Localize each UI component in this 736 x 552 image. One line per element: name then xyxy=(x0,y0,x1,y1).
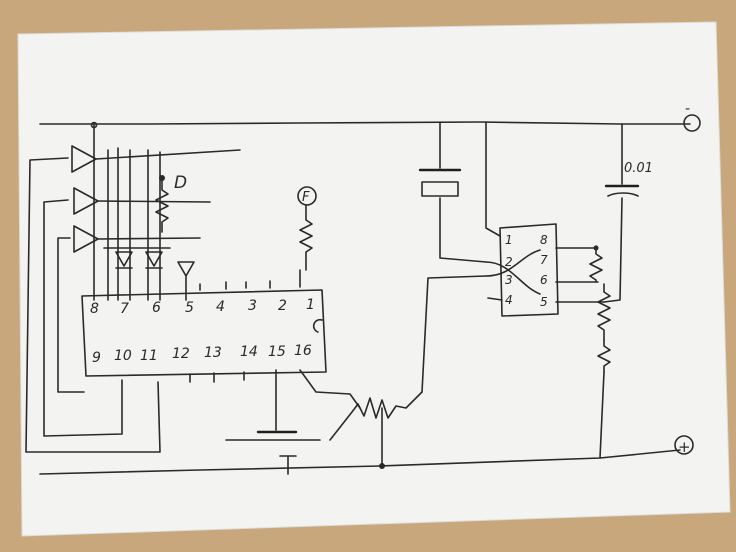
small-pin-4: 4 xyxy=(505,293,513,307)
main-ic-notch xyxy=(312,318,323,333)
pin-label-14: 14 xyxy=(240,344,258,360)
pin-label-12: 12 xyxy=(172,346,190,362)
f-terminal xyxy=(297,186,317,206)
main-ic-top-pins: 8 7 6 5 4 3 2 1 xyxy=(90,297,315,317)
small-pin-6: 6 xyxy=(540,273,548,287)
bus-lines xyxy=(107,147,161,301)
pin-label-3: 3 xyxy=(248,298,257,314)
buffer-2 xyxy=(73,187,99,215)
big-cap-wire-bottom xyxy=(439,197,487,263)
small-pin-8: 8 xyxy=(540,233,548,247)
supply-minus-label: - xyxy=(685,101,690,117)
right-resistor-2 xyxy=(597,283,611,341)
left-wire-2 xyxy=(43,199,123,437)
main-ic-top-leads xyxy=(199,269,301,291)
small-pin-2: 2 xyxy=(505,255,513,269)
small-pin-1: 1 xyxy=(505,233,513,247)
small-pin-3: 3 xyxy=(505,273,513,287)
right-resistor-1 xyxy=(589,245,603,283)
left-wire-outer xyxy=(25,157,161,453)
d-node xyxy=(159,175,165,181)
buffer-3 xyxy=(73,225,99,253)
f-resistor xyxy=(299,204,313,271)
main-ic-bottom-leads xyxy=(189,371,245,383)
pin-label-16: 16 xyxy=(294,343,312,359)
supply-plus-label: + xyxy=(678,438,691,456)
main-ic-bottom-pins: 9 10 11 12 13 14 15 16 xyxy=(92,343,312,366)
small-ic-pin-leads xyxy=(487,247,605,303)
pin-label-10: 10 xyxy=(114,348,132,364)
pin-label-8: 8 xyxy=(90,301,99,317)
big-cap-plate-2 xyxy=(421,181,459,197)
pin-label-2: 2 xyxy=(278,298,287,314)
pin-label-5: 5 xyxy=(185,300,194,316)
pin-label-4: 4 xyxy=(216,299,225,315)
ground-bottom xyxy=(225,439,321,475)
pin-label-9: 9 xyxy=(92,350,101,366)
top-node xyxy=(90,121,98,129)
pin-label-11: 11 xyxy=(140,348,158,364)
small-ic-right-pins: 8 7 6 5 xyxy=(540,233,548,309)
f-label: F xyxy=(302,190,310,205)
small-ic-body xyxy=(499,223,559,317)
pin-label-1: 1 xyxy=(306,297,315,313)
small-pin-7: 7 xyxy=(540,253,548,267)
pot-node xyxy=(379,463,385,469)
potentiometer xyxy=(329,391,423,441)
main-ic-body xyxy=(81,289,327,377)
plus-terminal xyxy=(674,435,694,455)
pot-to-ic-wire xyxy=(421,275,487,393)
right-vertical-wire xyxy=(599,371,605,459)
small-ic-left-pins: 1 2 3 4 xyxy=(505,233,513,307)
top-power-rail xyxy=(39,121,691,125)
diode-3 xyxy=(177,261,195,301)
ic-pin1-wire xyxy=(485,121,501,237)
pin-label-6: 6 xyxy=(152,300,161,316)
pin-label-7: 7 xyxy=(120,301,129,317)
small-cap-plate-2 xyxy=(607,192,639,197)
diode-2 xyxy=(145,251,163,269)
pin-label-13: 13 xyxy=(204,345,222,361)
small-ic-crossing xyxy=(485,249,541,295)
right-resistor-3 xyxy=(597,339,611,373)
buffer-1 xyxy=(71,145,97,173)
d-label: D xyxy=(174,173,187,193)
pin16-wire xyxy=(299,369,361,409)
pin-label-15: 15 xyxy=(268,344,286,360)
paper-sheet xyxy=(17,21,731,537)
minus-terminal xyxy=(683,114,701,132)
diode-1 xyxy=(115,251,133,269)
left-wire-3 xyxy=(57,237,85,393)
d-resistor xyxy=(155,179,169,233)
small-pin-5: 5 xyxy=(540,295,548,309)
right-node-1 xyxy=(593,245,599,251)
buffer-outputs xyxy=(95,149,241,240)
small-cap-wire-bottom xyxy=(603,197,623,303)
capacitor-value-label: 0.01 xyxy=(624,161,653,176)
